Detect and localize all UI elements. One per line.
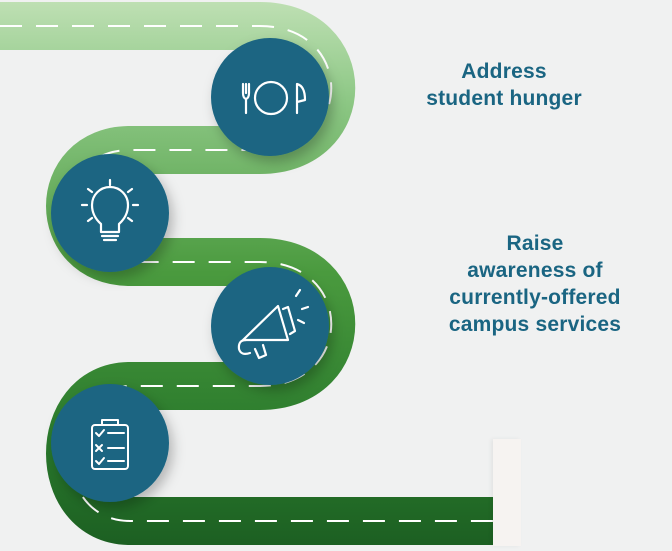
side-panel — [493, 439, 521, 546]
goal-line: student hunger — [426, 87, 582, 110]
goal-line: awareness of — [467, 259, 603, 282]
goal-line: Raise — [506, 232, 564, 255]
milestone-ideas — [51, 154, 169, 272]
goal-address-hunger: Address student hunger — [388, 58, 620, 112]
milestone-awareness — [211, 267, 329, 385]
megaphone-icon — [237, 288, 310, 360]
milestone-hunger — [211, 38, 329, 156]
lightbulb-icon — [80, 178, 140, 242]
goal-line: Address — [461, 60, 547, 83]
goal-line: campus services — [448, 313, 622, 336]
plate-fork-knife-icon — [241, 80, 307, 116]
clipboard-checklist-icon — [91, 419, 129, 470]
milestone-plan — [51, 384, 169, 502]
goal-raise-awareness: Raise awareness of currently-offered cam… — [398, 230, 672, 338]
goal-line: currently-offered — [449, 286, 621, 309]
